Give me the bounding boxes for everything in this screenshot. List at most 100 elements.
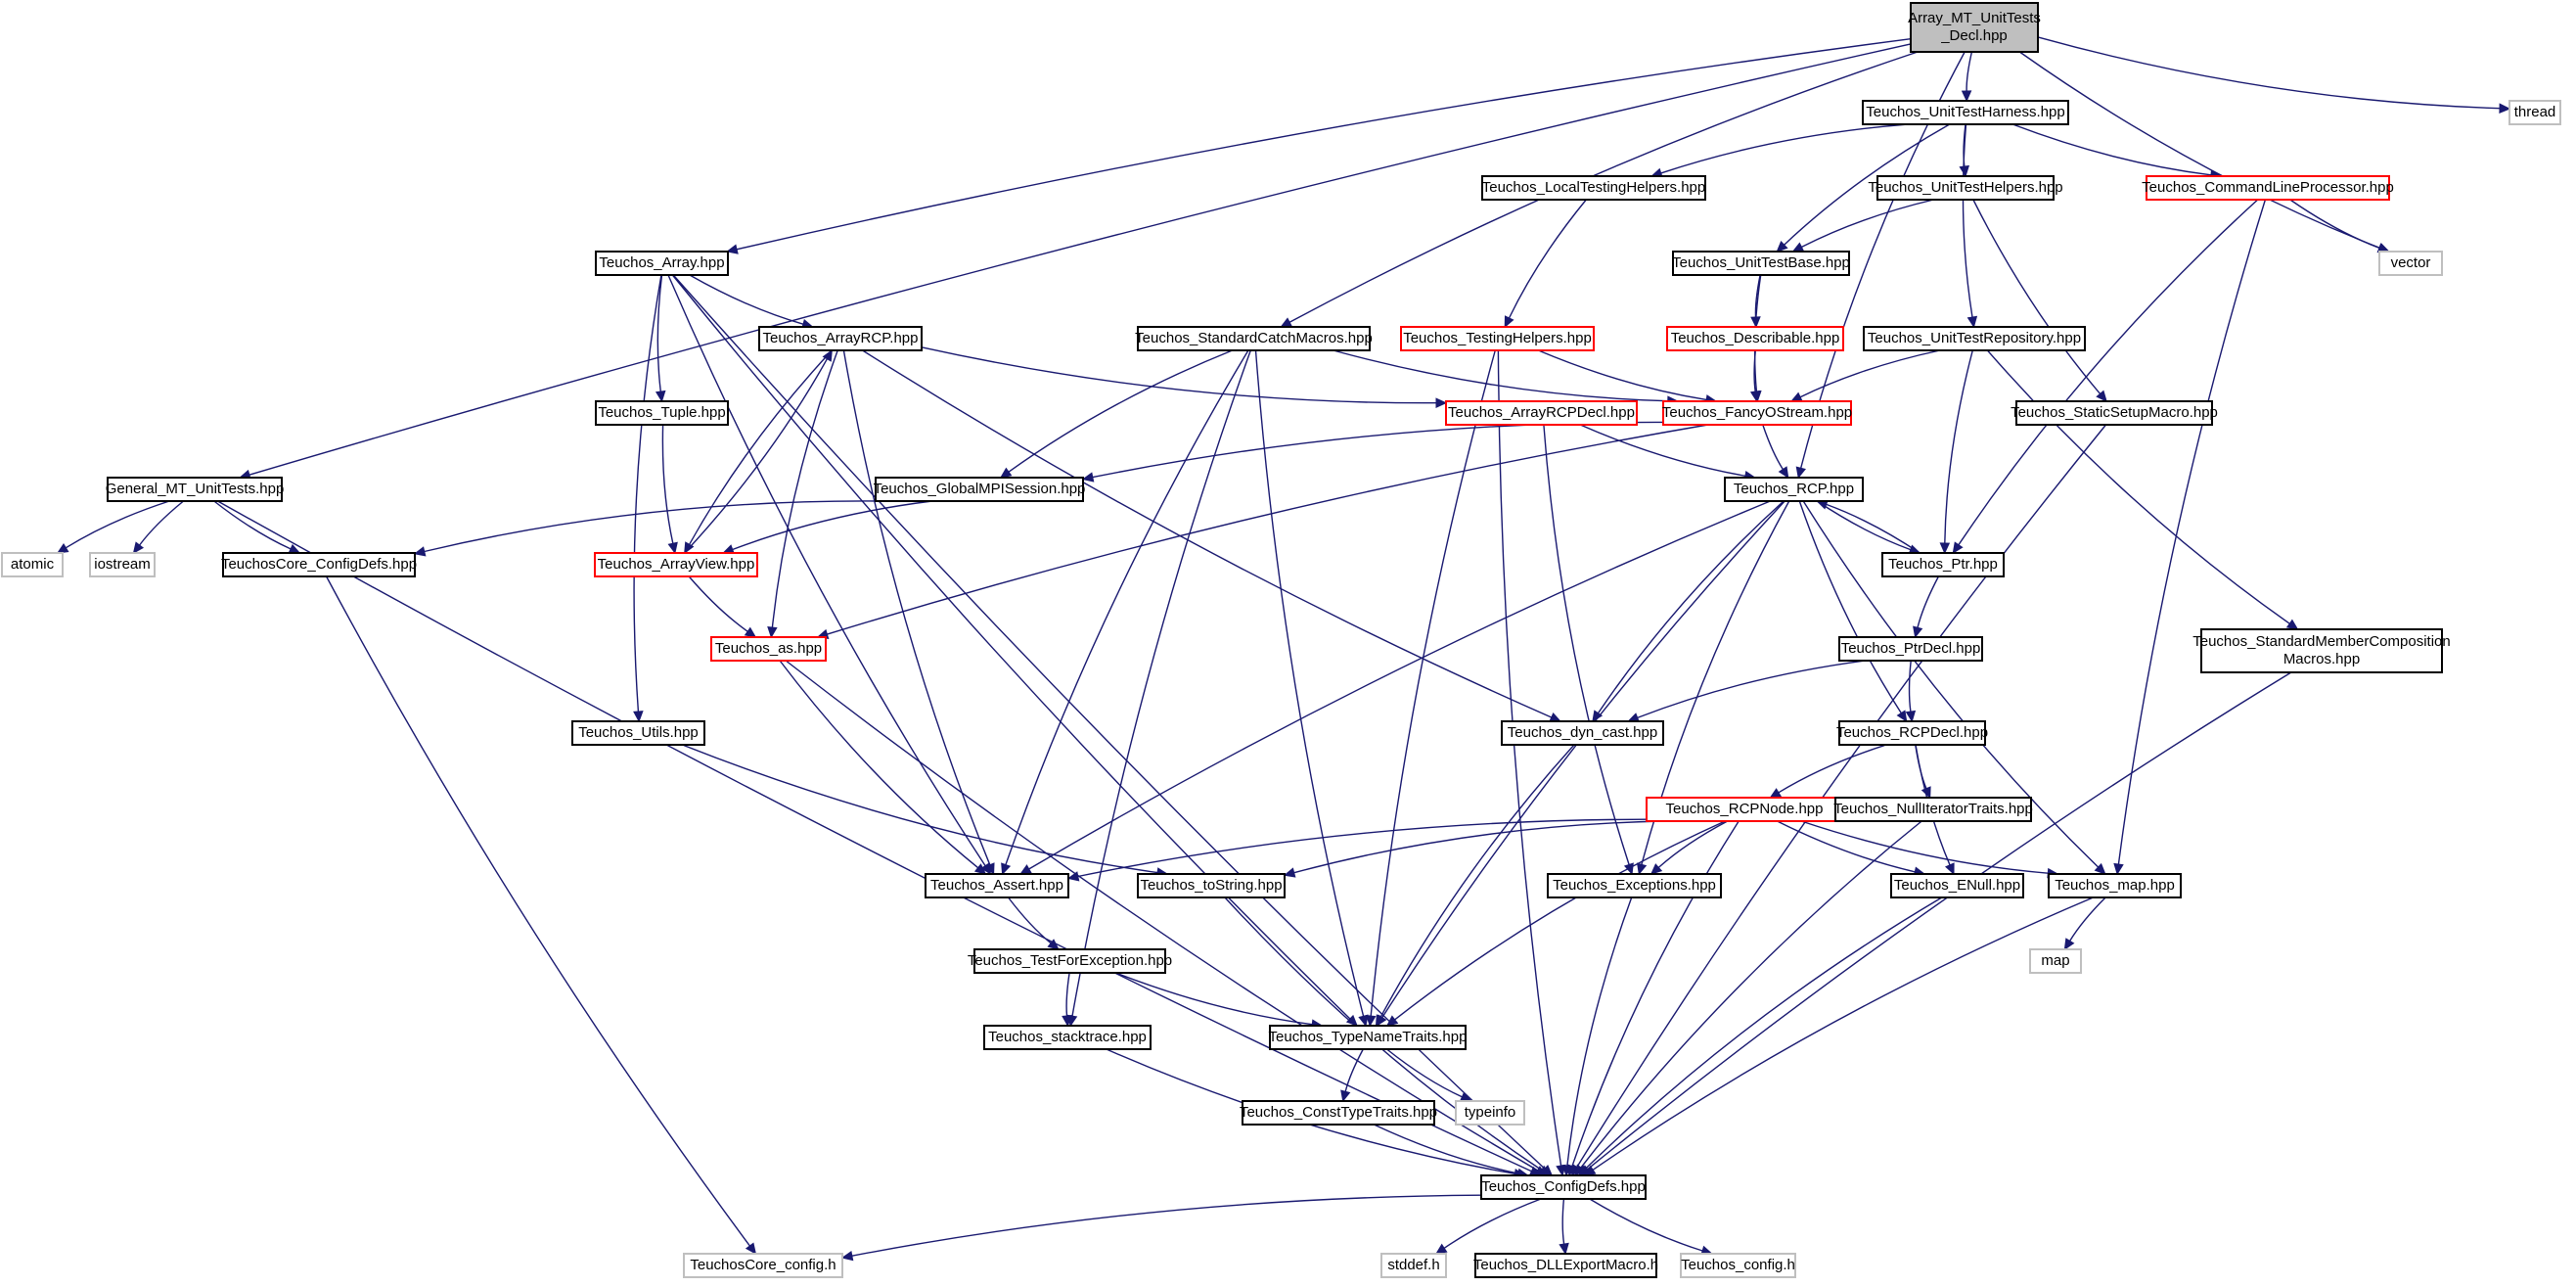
edge-arrowhead [1358, 1014, 1369, 1028]
node-harness[interactable]: Teuchos_UnitTestHarness.hpp [1862, 100, 2069, 125]
node-repository[interactable]: Teuchos_UnitTestRepository.hpp [1863, 326, 2086, 351]
node-thread[interactable]: thread [2508, 100, 2561, 125]
node-cmdline[interactable]: Teuchos_CommandLineProcessor.hpp [2142, 175, 2394, 201]
node-rcp[interactable]: Teuchos_RCP.hpp [1724, 477, 1864, 502]
edge-rcpnode-to-tostring [1283, 820, 1663, 878]
node-array[interactable]: Teuchos_Array.hpp [595, 251, 729, 276]
node-stdcatch[interactable]: Teuchos_StandardCatchMacros.hpp [1135, 326, 1373, 351]
edge-general-to-atomic [56, 500, 170, 554]
node-label: Teuchos_stacktrace.hpp [988, 1029, 1147, 1045]
edge-line [1944, 349, 1973, 544]
node-box [1400, 326, 1595, 351]
node-testinghelpers[interactable]: Teuchos_TestingHelpers.hpp [1400, 326, 1595, 351]
edge-line [325, 575, 750, 1247]
edge-arrowhead [745, 1242, 757, 1255]
edge-line [842, 349, 991, 865]
node-vector[interactable]: vector [2378, 251, 2443, 276]
node-localtesting[interactable]: Teuchos_LocalTestingHelpers.hpp [1481, 175, 1706, 201]
node-stddef[interactable]: stddef.h [1380, 1253, 1447, 1278]
node-arrayview[interactable]: Teuchos_ArrayView.hpp [594, 552, 758, 577]
node-staticsetup[interactable]: Teuchos_StaticSetupMacro.hpp [2011, 400, 2218, 426]
edge-line [1379, 744, 1575, 1018]
edge-line [1917, 575, 1940, 628]
edge-stdcatch-to-typename [1254, 349, 1369, 1028]
edge-rcp-to-map [1802, 500, 2106, 875]
node-tostring[interactable]: Teuchos_toString.hpp [1137, 873, 1286, 898]
node-dyncast[interactable]: Teuchos_dyn_cast.hpp [1501, 720, 1664, 746]
edge-line [1762, 424, 1784, 470]
edge-arrowhead [1375, 1014, 1386, 1028]
node-utils[interactable]: Teuchos_Utils.hpp [571, 720, 705, 746]
node-as[interactable]: Teuchos_as.hpp [710, 636, 827, 662]
edge-root-to-array [726, 38, 1912, 254]
node-map[interactable]: Teuchos_map.hpp [2048, 873, 2182, 898]
node-label: Teuchos_UnitTestHarness.hpp [1866, 104, 2064, 120]
node-coreconfig[interactable]: TeuchosCore_config.h [683, 1253, 843, 1278]
node-unittestbase[interactable]: Teuchos_UnitTestBase.hpp [1672, 251, 1850, 276]
node-tuple[interactable]: Teuchos_Tuple.hpp [595, 400, 729, 426]
node-stacktrace[interactable]: Teuchos_stacktrace.hpp [983, 1025, 1152, 1050]
edge-line [1777, 820, 1916, 873]
node-describable[interactable]: Teuchos_Describable.hpp [1666, 326, 1844, 351]
edge-line [1497, 349, 1562, 1167]
edge-testinghelpers-to-fancy [1538, 349, 1718, 405]
node-root[interactable]: Array_MT_UnitTests_Decl.hpp [1908, 2, 2041, 53]
edge-cmdline-to-map [2113, 199, 2267, 876]
edge-arrowhead [1435, 397, 1448, 408]
node-label: Teuchos_as.hpp [715, 640, 822, 657]
node-nulliter[interactable]: Teuchos_NullIteratorTraits.hpp [1833, 797, 2033, 822]
node-label: Teuchos_TypeNameTraits.hpp [1269, 1029, 1468, 1045]
edge-rcpnode-to-exceptions [1650, 820, 1729, 875]
node-mapsys[interactable]: map [2029, 948, 2082, 974]
node-stdmember[interactable]: Teuchos_StandardMemberCompositionMacros.… [2192, 628, 2451, 673]
node-arrayrcpdecl[interactable]: Teuchos_ArrayRCPDecl.hpp [1445, 400, 1638, 426]
node-box [1680, 1253, 1796, 1278]
edge-root-to-harness [1961, 51, 1973, 103]
edge-cmdline-to-vector [2289, 199, 2390, 253]
node-dllexport[interactable]: Teuchos_DLLExportMacro.h [1473, 1253, 1658, 1278]
edge-harness-to-unittestbase [1776, 123, 1951, 253]
node-ptrdecl[interactable]: Teuchos_PtrDecl.hpp [1838, 636, 1983, 662]
edge-dyncast-to-typename [1375, 744, 1575, 1028]
node-globalmpi[interactable]: Teuchos_GlobalMPISession.hpp [874, 477, 1086, 502]
node-arrayrcp[interactable]: Teuchos_ArrayRCP.hpp [758, 326, 923, 351]
node-rcpnode[interactable]: Teuchos_RCPNode.hpp [1646, 797, 1843, 822]
node-enull[interactable]: Teuchos_ENull.hpp [1890, 873, 2024, 898]
node-label: Teuchos_UnitTestRepository.hpp [1868, 330, 2081, 346]
edge-line [1908, 660, 1912, 712]
node-coreconfigdefs[interactable]: TeuchosCore_ConfigDefs.hpp [221, 552, 417, 577]
edge-stdcatch-to-assert [1001, 349, 1249, 876]
node-assert[interactable]: Teuchos_Assert.hpp [925, 873, 1069, 898]
node-label: Teuchos_ArrayRCP.hpp [763, 330, 919, 346]
node-typeinfo[interactable]: typeinfo [1455, 1100, 1525, 1126]
node-consttype[interactable]: Teuchos_ConstTypeTraits.hpp [1240, 1100, 1437, 1126]
edge-rcp-to-rcpdecl [1798, 500, 1908, 723]
edge-line [684, 358, 829, 554]
node-box [89, 552, 156, 577]
node-box [1455, 1100, 1525, 1126]
edge-line [689, 274, 804, 325]
node-fancy[interactable]: Teuchos_FancyOStream.hpp [1662, 400, 1852, 426]
node-typename[interactable]: Teuchos_TypeNameTraits.hpp [1269, 1025, 1468, 1050]
node-rcpdecl[interactable]: Teuchos_RCPDecl.hpp [1836, 720, 1988, 746]
edge-describable-to-fancy [1749, 349, 1761, 403]
node-box [1501, 720, 1664, 746]
node-unittesthelpers[interactable]: Teuchos_UnitTestHelpers.hpp [1868, 175, 2063, 201]
node-testforexc[interactable]: Teuchos_TestForException.hpp [968, 948, 1172, 974]
node-box [1910, 2, 2039, 53]
node-config[interactable]: Teuchos_config.h [1680, 1253, 1796, 1278]
node-exceptions[interactable]: Teuchos_Exceptions.hpp [1547, 873, 1722, 898]
node-box [1838, 636, 1983, 662]
edge-line [217, 500, 1532, 1172]
edge-arrowhead [1280, 317, 1293, 328]
node-ptr[interactable]: Teuchos_Ptr.hpp [1881, 552, 2005, 577]
node-general[interactable]: General_MT_UnitTests.hpp [106, 477, 285, 502]
node-configdefs[interactable]: Teuchos_ConfigDefs.hpp [1480, 1174, 1647, 1200]
node-iostream[interactable]: iostream [89, 552, 156, 577]
edge-coreconfigdefs-to-coreconfig [325, 575, 757, 1255]
node-atomic[interactable]: atomic [1, 552, 64, 577]
edge-fancy-to-rcp [1762, 424, 1789, 480]
edge-line [771, 349, 838, 628]
edges-layer [56, 36, 2511, 1262]
